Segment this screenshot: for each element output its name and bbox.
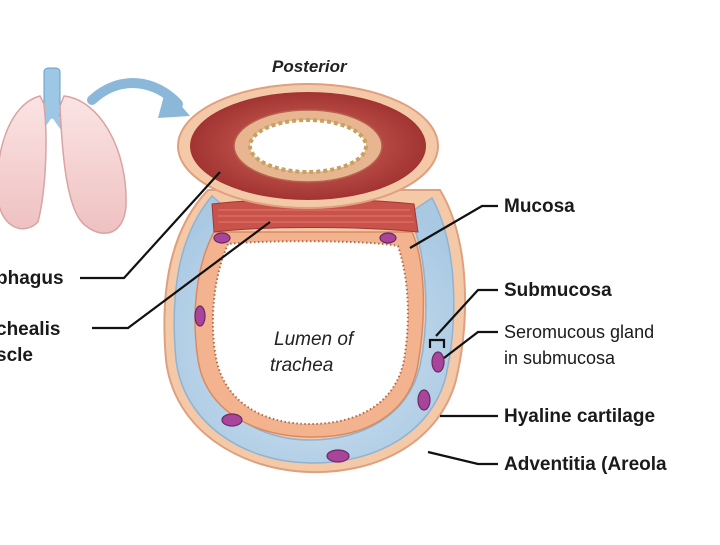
seromucous-gland: [214, 233, 230, 243]
lumen-label-line1: Lumen of: [274, 329, 355, 350]
submucosa-label: Submucosa: [504, 280, 612, 301]
seromucous-label-line2: in submucosa: [504, 348, 616, 368]
thumbnail-right-lung: [60, 96, 126, 233]
posterior-label: Posterior: [272, 57, 348, 76]
esophagus-lumen: [250, 120, 366, 172]
esophagus: [178, 84, 438, 208]
trachealis-label-line1: chealis: [0, 319, 60, 340]
seromucous-gland: [222, 414, 242, 426]
seromucous-gland: [195, 306, 205, 326]
seromucous-gland: [418, 390, 430, 410]
hyaline-cartilage-label: Hyaline cartilage: [504, 406, 655, 427]
adventitia-label: Adventitia (Areola: [504, 454, 667, 475]
trachealis-label-line2: scle: [0, 345, 33, 366]
mucosa-label: Mucosa: [504, 196, 575, 217]
seromucous-gland: [380, 233, 396, 243]
adventitia-leader-line: [428, 452, 498, 464]
seromucous-gland: [432, 352, 444, 372]
lumen-label-line2: trachea: [270, 355, 333, 376]
seromucous-label-line1: Seromucous gland: [504, 322, 654, 342]
seromucous-gland: [327, 450, 349, 462]
lungs-thumbnail: [0, 68, 190, 233]
esophagus-label: phagus: [0, 268, 64, 289]
thumbnail-left-lung: [0, 96, 46, 229]
